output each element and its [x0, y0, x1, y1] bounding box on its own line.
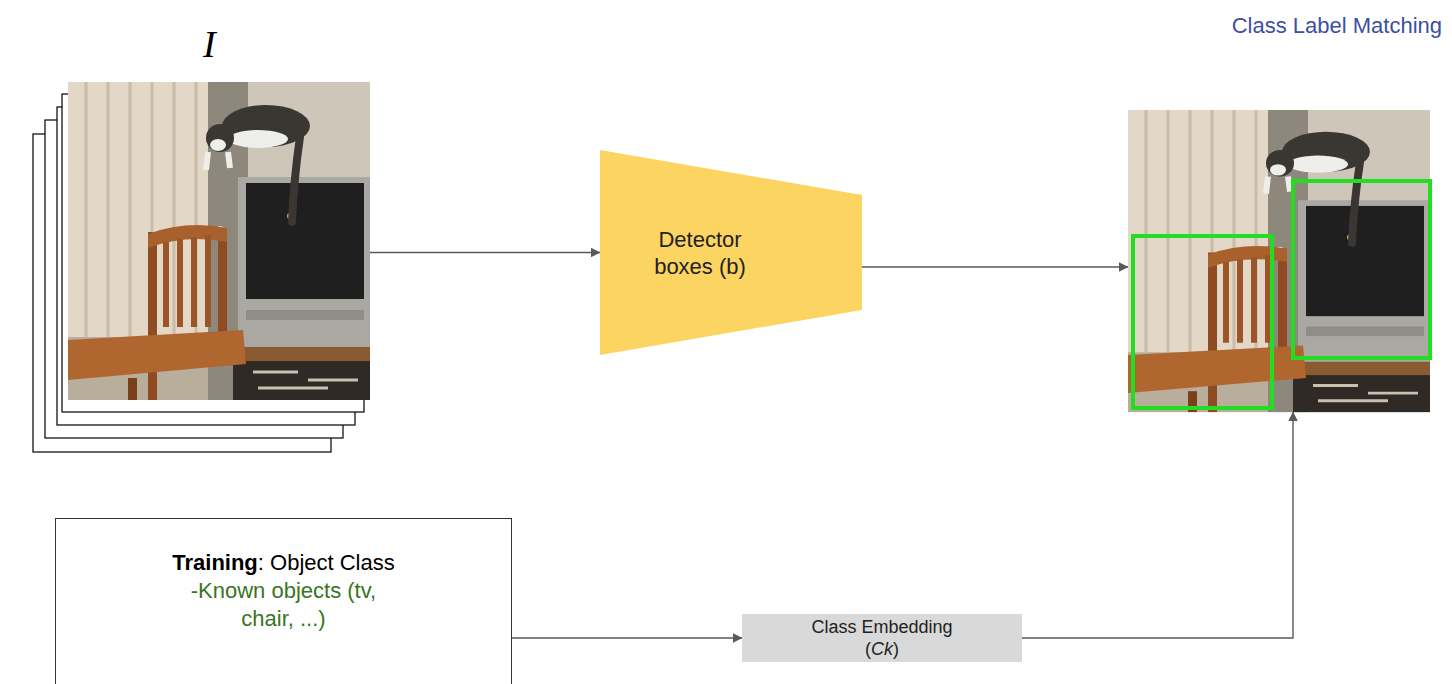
connector-arrow [862, 266, 1128, 267]
detection-box [1293, 181, 1430, 358]
trapezoid-outline [600, 150, 862, 355]
node-note: -Known objects (tv, chair, ...) [179, 577, 389, 633]
node-label: I [203, 22, 216, 66]
connector-arrow [1022, 412, 1293, 638]
photo [68, 82, 370, 400]
output-image [1128, 110, 1430, 412]
connector-arrow [512, 637, 742, 638]
input-images: I [33, 22, 370, 452]
trapezoid-shape [600, 150, 862, 355]
node-label: Detector boxes (b) [640, 226, 760, 280]
detector-trapezoid: Detector boxes (b) [600, 150, 862, 355]
photo [1128, 110, 1430, 412]
node-label: Class Embedding (Ck) [807, 616, 957, 660]
output-image: Class Label Matching [1128, 12, 1442, 412]
class-embedding-box: Class Embedding (Ck) [742, 614, 1022, 662]
node-label: Class Label Matching [1128, 12, 1442, 40]
training-box: Training: Object Class-Known objects (tv… [55, 518, 512, 684]
node-label: Training: Object Class [56, 549, 511, 577]
image-stack [33, 82, 370, 452]
detection-box [1133, 236, 1272, 408]
connector-arrow [370, 252, 600, 253]
